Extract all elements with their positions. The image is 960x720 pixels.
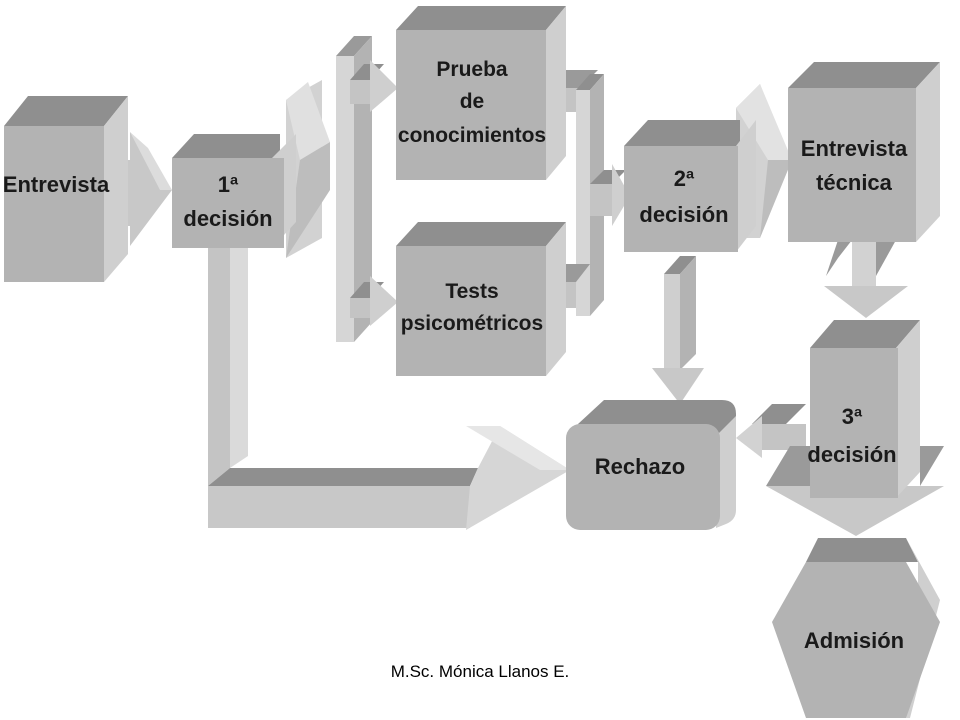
decision1-label-line1: 1ª xyxy=(218,172,239,197)
entrevista-label: Entrevista xyxy=(3,172,110,197)
tests-label-line1: Tests xyxy=(445,280,498,303)
box-rechazo: Rechazo xyxy=(566,400,736,530)
arrow-to-prueba xyxy=(350,60,398,112)
prueba-label-line1: Prueba xyxy=(436,58,508,81)
arrow-entrevista-tecnica-to-decision3 xyxy=(824,240,908,318)
split-connector xyxy=(336,36,372,342)
box-prueba-de-conocimientos: Prueba de conocimientos xyxy=(396,6,566,180)
arrow-decision3-to-admision xyxy=(766,446,944,536)
box-entrevista-tecnica: Entrevista técnica xyxy=(788,62,940,242)
decision2-label-line1: 2ª xyxy=(674,166,695,191)
box-decision2: 2ª decisión xyxy=(624,120,756,252)
author-footer: M.Sc. Mónica Llanos E. xyxy=(390,662,570,681)
decision2-label-line2: decisión xyxy=(639,202,728,227)
decision3-label-line1: 3ª xyxy=(842,404,863,429)
entrevista-tecnica-label-line2: técnica xyxy=(816,170,893,195)
arrow-decision3-to-rechazo xyxy=(736,404,806,458)
arrow-decision1-to-rechazo xyxy=(208,248,570,530)
arrow-merge-to-decision2 xyxy=(590,164,630,226)
prueba-label-line2: de xyxy=(460,90,485,113)
arrow-decision2-to-rechazo xyxy=(652,256,704,404)
box-tests-psicometricos: Tests psicométricos xyxy=(396,222,566,376)
decision3-label-line2: decisión xyxy=(807,442,896,467)
rechazo-label: Rechazo xyxy=(595,454,685,479)
admision-label: Admisión xyxy=(804,628,904,653)
box-admision: Admisión xyxy=(772,538,940,718)
box-decision1: 1ª decisión xyxy=(172,134,296,248)
box-decision3: 3ª decisión xyxy=(807,320,920,498)
arrow-to-tests xyxy=(350,276,398,326)
tests-label-line2: psicométricos xyxy=(401,312,543,335)
box-entrevista: Entrevista xyxy=(3,96,128,282)
decision1-label-line2: decisión xyxy=(183,206,272,231)
entrevista-tecnica-label-line1: Entrevista xyxy=(801,136,908,161)
prueba-label-line3: conocimientos xyxy=(398,124,546,147)
